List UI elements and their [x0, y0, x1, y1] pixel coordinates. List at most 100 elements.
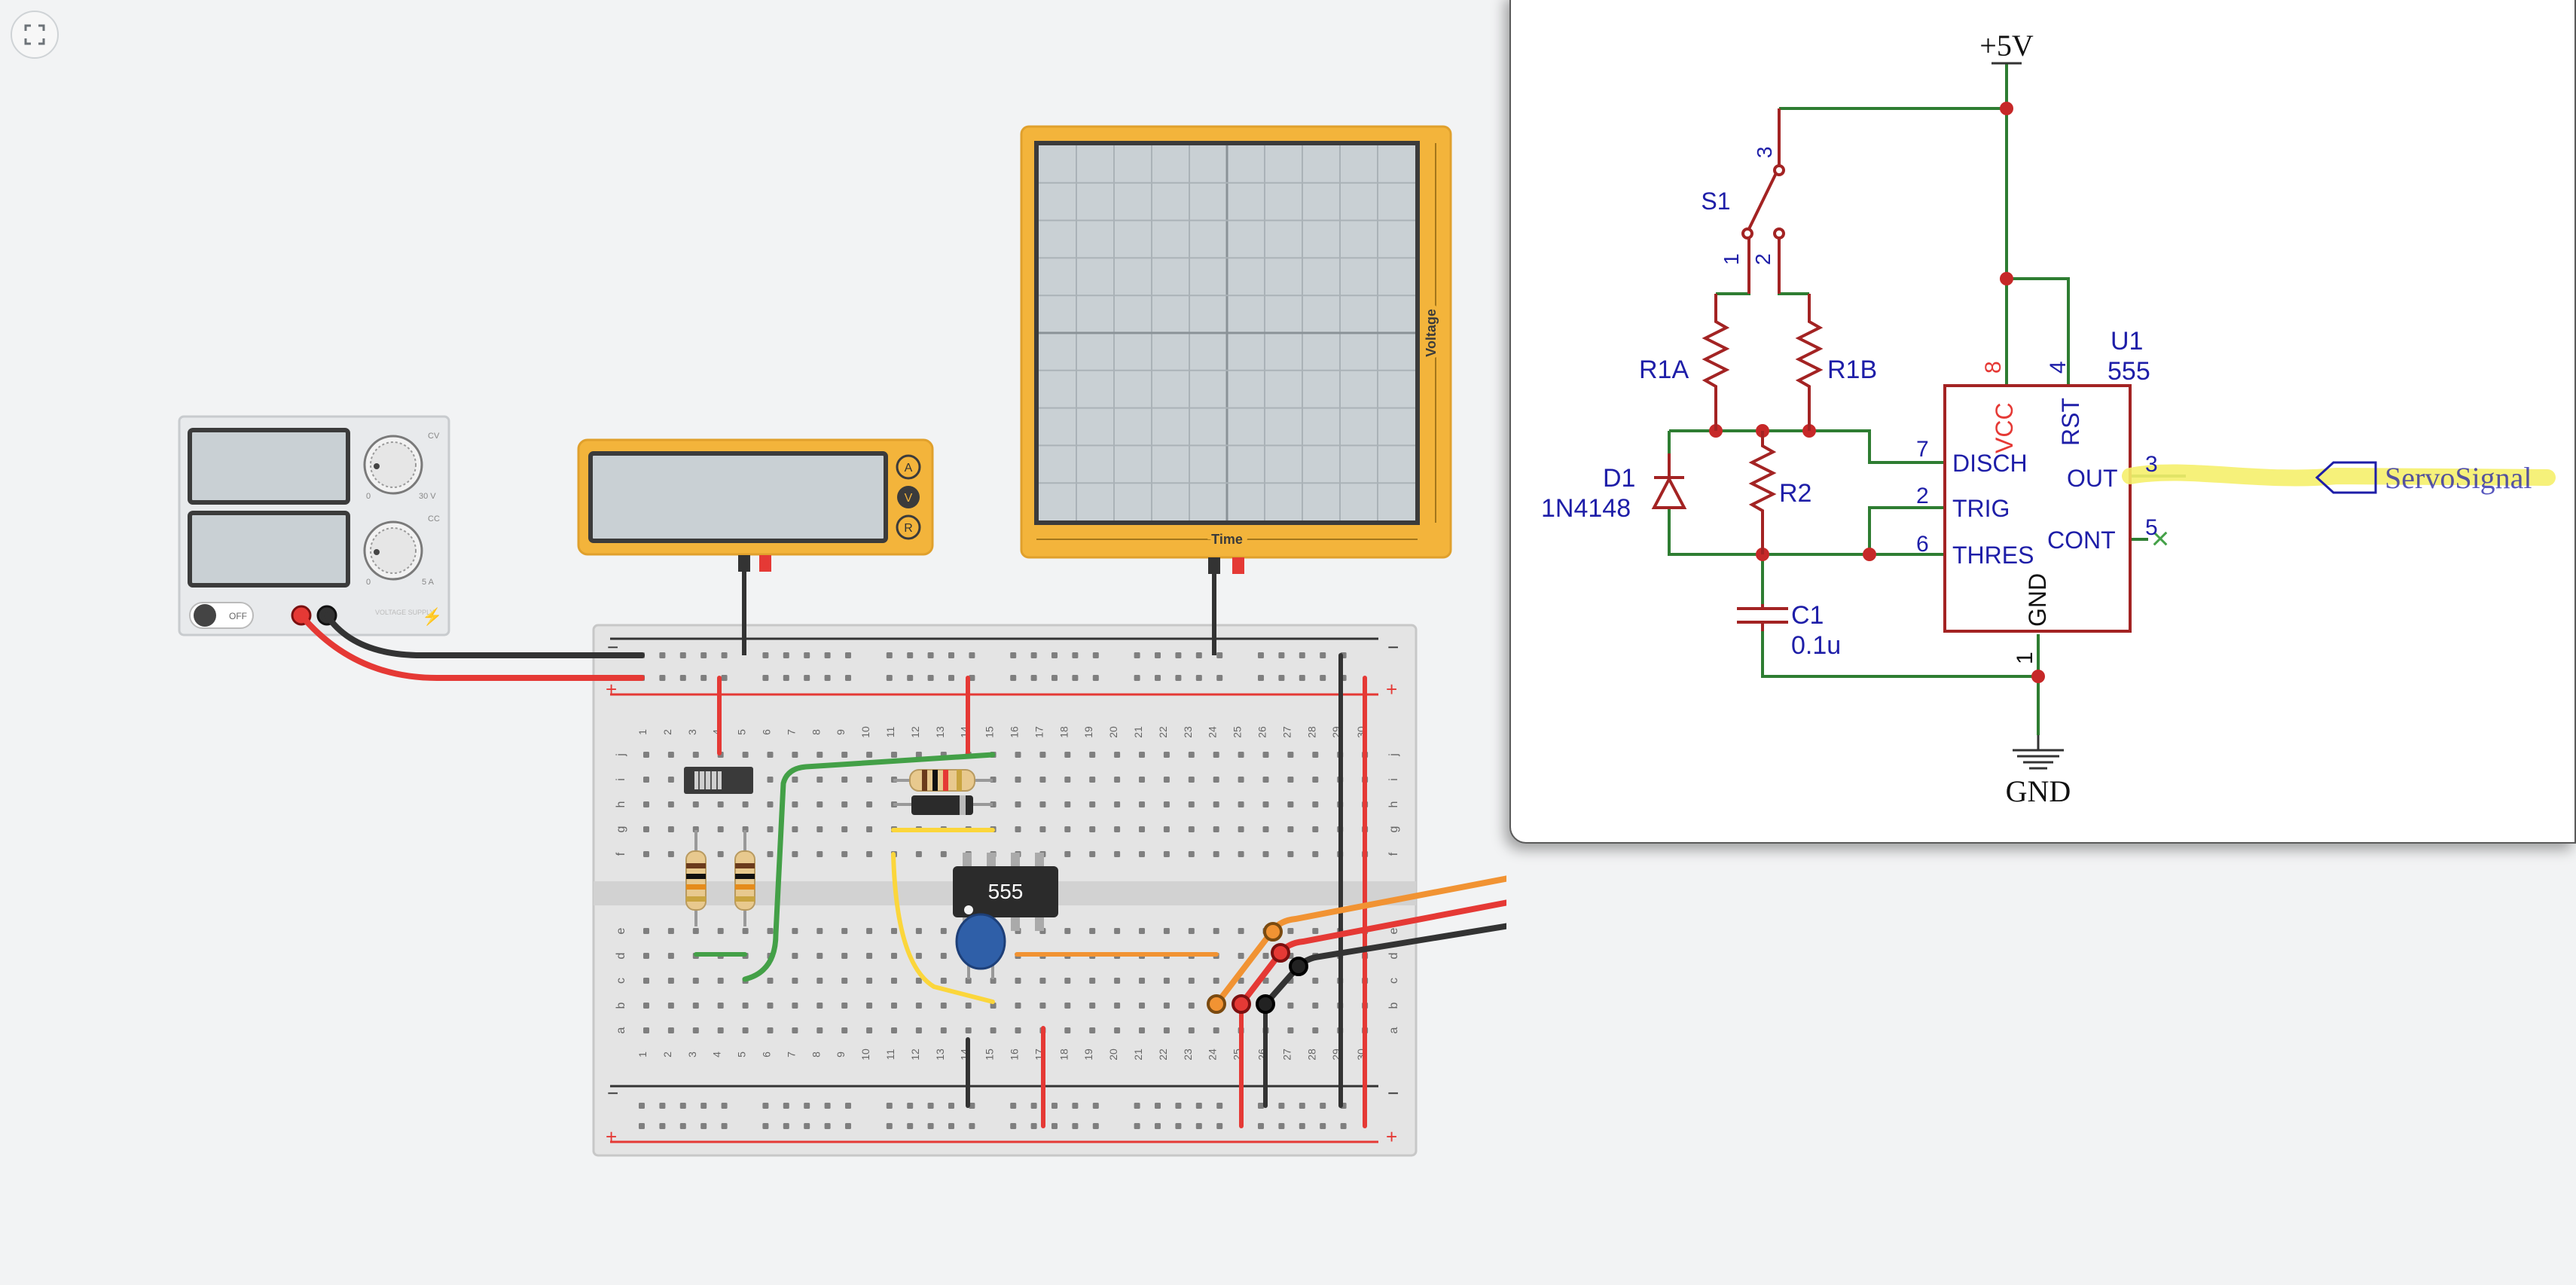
breadboard-hole[interactable] — [1299, 1123, 1305, 1129]
breadboard-hole[interactable] — [816, 801, 823, 807]
breadboard-hole[interactable] — [639, 1123, 645, 1129]
breadboard-hole[interactable] — [841, 978, 848, 984]
breadboard-hole[interactable] — [667, 953, 674, 959]
breadboard-hole[interactable] — [1134, 675, 1140, 681]
breadboard-hole[interactable] — [717, 1027, 724, 1033]
breadboard-hole[interactable] — [1072, 652, 1079, 658]
breadboard-hole[interactable] — [841, 1003, 848, 1009]
breadboard-hole[interactable] — [915, 1003, 922, 1009]
breadboard-hole[interactable] — [1030, 652, 1037, 658]
breadboard-hole[interactable] — [1163, 1027, 1170, 1033]
breadboard-hole[interactable] — [948, 1103, 954, 1109]
breadboard-hole[interactable] — [721, 652, 728, 658]
breadboard-hole[interactable] — [1089, 801, 1096, 807]
supply-black-wire[interactable] — [324, 612, 645, 658]
breadboard-hole[interactable] — [1163, 851, 1170, 857]
breadboard-hole[interactable] — [907, 1123, 914, 1129]
breadboard-hole[interactable] — [1312, 801, 1319, 807]
breadboard-hole[interactable] — [1287, 752, 1294, 758]
breadboard-hole[interactable] — [1258, 1123, 1264, 1129]
breadboard-hole[interactable] — [1114, 1003, 1121, 1009]
breadboard-hole[interactable] — [816, 1003, 823, 1009]
breadboard-hole[interactable] — [804, 675, 810, 681]
breadboard-hole[interactable] — [1299, 1103, 1305, 1109]
wires[interactable] — [298, 571, 1506, 1128]
breadboard-hole[interactable] — [1089, 826, 1096, 832]
breadboard-hole[interactable] — [643, 826, 649, 832]
breadboard-hole[interactable] — [1039, 777, 1046, 783]
breadboard-hole[interactable] — [948, 1123, 954, 1129]
breadboard-hole[interactable] — [891, 1027, 897, 1033]
breadboard-hole[interactable] — [1312, 777, 1319, 783]
breadboard-hole[interactable] — [667, 752, 674, 758]
breadboard-hole[interactable] — [1030, 1123, 1037, 1129]
breadboard-hole[interactable] — [1216, 1123, 1223, 1129]
breadboard-hole[interactable] — [1064, 801, 1071, 807]
breadboard-hole[interactable] — [1163, 928, 1170, 934]
breadboard-hole[interactable] — [866, 777, 873, 783]
breadboard-hole[interactable] — [762, 1103, 769, 1109]
breadboard-hole[interactable] — [886, 675, 893, 681]
breadboard-hole[interactable] — [927, 675, 934, 681]
breadboard-hole[interactable] — [1139, 826, 1145, 832]
supply-red-wire[interactable] — [298, 612, 645, 681]
breadboard-hole[interactable] — [824, 1103, 831, 1109]
breadboard-hole[interactable] — [1089, 928, 1096, 934]
breadboard-hole[interactable] — [1278, 675, 1285, 681]
schematic-panel[interactable]: × +5V GND S1 1 2 3 R1A R1B R2 D1 1N4148 … — [1509, 0, 2576, 844]
fit-to-view-button[interactable] — [11, 11, 59, 59]
breadboard-hole[interactable] — [1092, 675, 1099, 681]
breadboard-hole[interactable] — [891, 1003, 897, 1009]
breadboard-hole[interactable] — [965, 1027, 972, 1033]
breadboard-hole[interactable] — [1134, 1123, 1140, 1129]
breadboard-hole[interactable] — [721, 1103, 728, 1109]
breadboard-hole[interactable] — [1092, 1123, 1099, 1129]
breadboard-hole[interactable] — [1139, 851, 1145, 857]
breadboard-hole[interactable] — [1340, 1123, 1347, 1129]
breadboard-hole[interactable] — [1312, 826, 1319, 832]
breadboard-hole[interactable] — [1155, 1123, 1161, 1129]
breadboard-hole[interactable] — [721, 675, 728, 681]
breadboard-hole[interactable] — [1312, 752, 1319, 758]
breadboard-hole[interactable] — [1015, 752, 1021, 758]
slide-switch[interactable] — [684, 767, 753, 794]
breadboard-hole[interactable] — [1089, 851, 1096, 857]
breadboard-hole[interactable] — [692, 801, 699, 807]
breadboard-hole[interactable] — [1188, 1003, 1195, 1009]
breadboard-hole[interactable] — [1287, 826, 1294, 832]
breadboard-hole[interactable] — [1278, 652, 1285, 658]
breadboard-hole[interactable] — [1238, 826, 1244, 832]
ammeter-mode-button[interactable]: A — [896, 454, 921, 480]
breadboard-hole[interactable] — [667, 777, 674, 783]
power-switch[interactable]: OFF — [189, 602, 254, 629]
breadboard-hole[interactable] — [1039, 801, 1046, 807]
breadboard-hole[interactable] — [1175, 675, 1182, 681]
breadboard-hole[interactable] — [1015, 1027, 1021, 1033]
breadboard-hole[interactable] — [1238, 978, 1244, 984]
breadboard-hole[interactable] — [1262, 801, 1269, 807]
breadboard-hole[interactable] — [927, 1103, 934, 1109]
breadboard-hole[interactable] — [1213, 978, 1219, 984]
breadboard-hole[interactable] — [783, 675, 789, 681]
breadboard-hole[interactable] — [1213, 928, 1219, 934]
breadboard-hole[interactable] — [717, 801, 724, 807]
breadboard-hole[interactable] — [915, 1027, 922, 1033]
breadboard-hole[interactable] — [1139, 1003, 1145, 1009]
breadboard-hole[interactable] — [1089, 752, 1096, 758]
breadboard-hole[interactable] — [841, 752, 848, 758]
breadboard-hole[interactable] — [845, 675, 851, 681]
breadboard-hole[interactable] — [1262, 978, 1269, 984]
breadboard-hole[interactable] — [1064, 1003, 1071, 1009]
schematic-switch-s1[interactable] — [1741, 108, 1785, 294]
breadboard-hole[interactable] — [1051, 1123, 1058, 1129]
breadboard-hole[interactable] — [841, 1027, 848, 1033]
breadboard-hole[interactable] — [1238, 801, 1244, 807]
breadboard-hole[interactable] — [1175, 1123, 1182, 1129]
breadboard-hole[interactable] — [1015, 777, 1021, 783]
breadboard-hole[interactable] — [1188, 928, 1195, 934]
breadboard-hole[interactable] — [667, 851, 674, 857]
breadboard-hole[interactable] — [639, 1103, 645, 1109]
breadboard-hole[interactable] — [1114, 801, 1121, 807]
breadboard-hole[interactable] — [1195, 1123, 1202, 1129]
breadboard-hole[interactable] — [940, 851, 947, 857]
